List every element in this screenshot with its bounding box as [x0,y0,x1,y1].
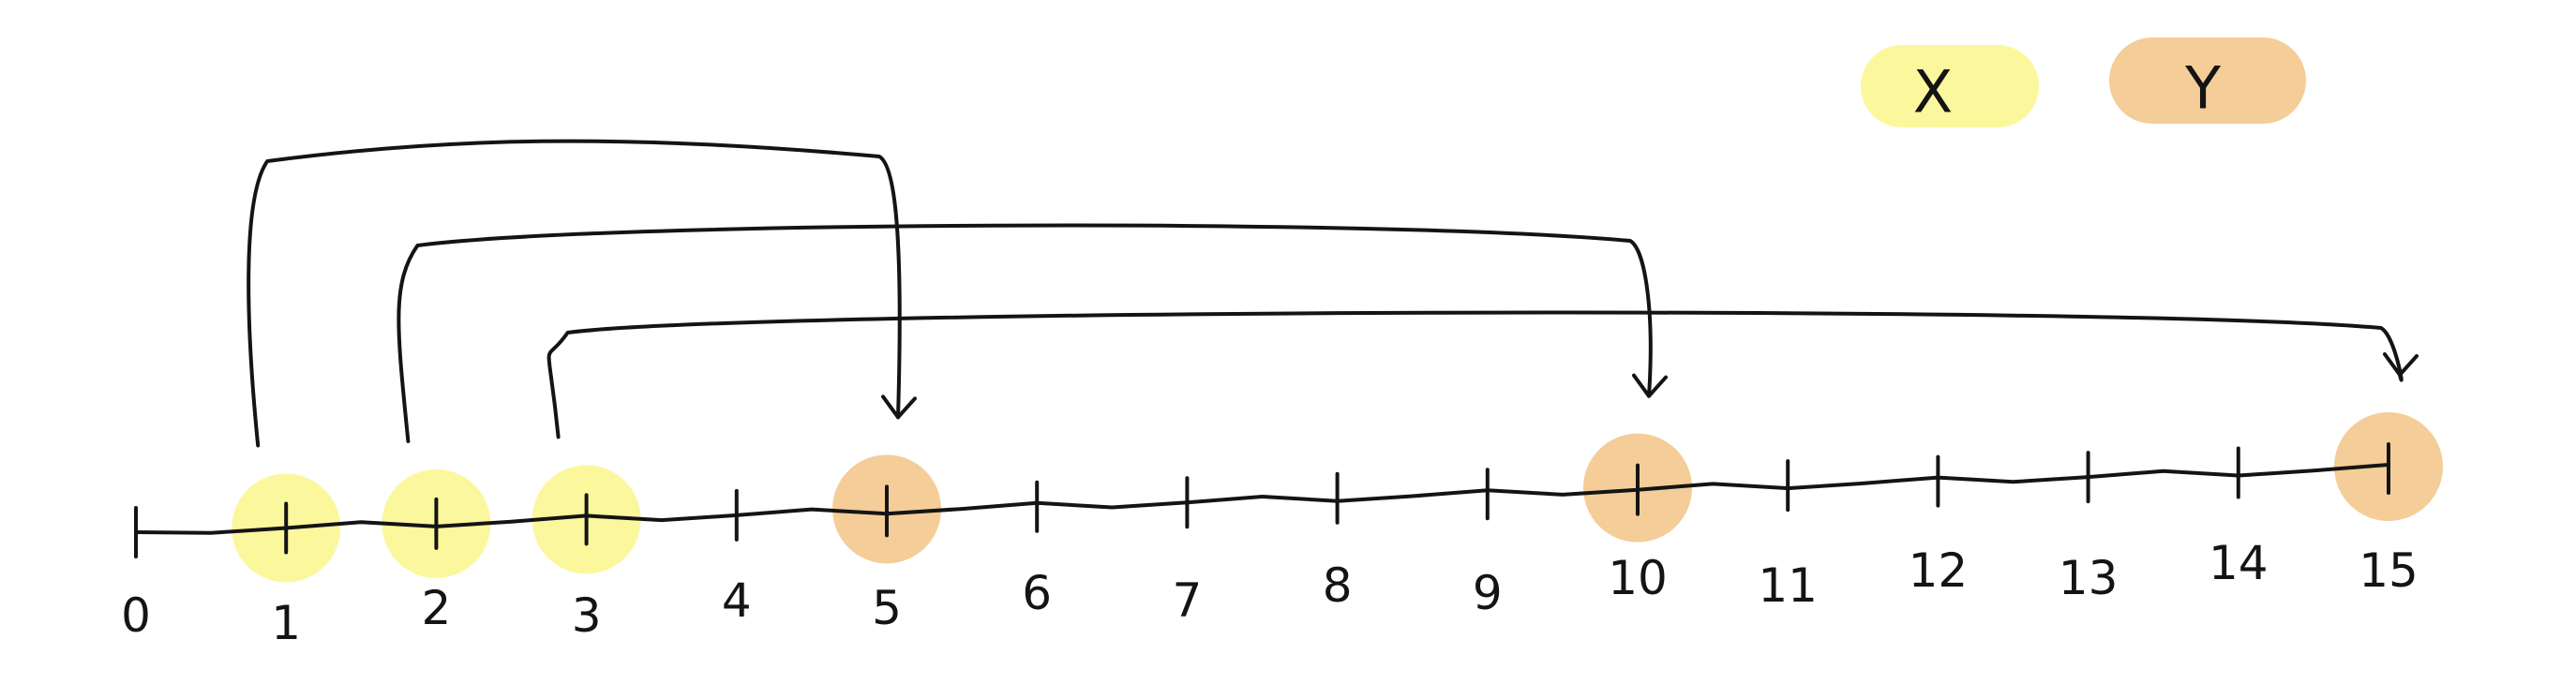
tick-label-6: 6 [1022,566,1052,620]
legend-swatch-x [1861,45,2039,127]
tick-label-5: 5 [872,581,902,635]
mapping-arrowhead-10 [1632,373,1668,398]
legend-item-y: Y [2109,37,2306,124]
tick-label-13: 13 [2059,551,2119,605]
tick-label-7: 7 [1172,573,1202,628]
tick-label-0: 0 [121,588,151,643]
tick-label-9: 9 [1473,566,1503,620]
tick-label-2: 2 [421,581,451,635]
tick-label-12: 12 [1909,543,1969,598]
tick-label-15: 15 [2359,543,2419,598]
legend: X Y [1861,37,2306,127]
number-line-axis [134,463,2390,535]
legend-label-y: Y [2184,54,2221,123]
tick-label-14: 14 [2209,536,2269,590]
tick-label-11: 11 [1758,558,1818,613]
number-line [134,463,2390,535]
legend-label-x: X [1913,58,1953,126]
number-line-ticks [134,442,2390,558]
mapping-arrowhead-5 [881,394,917,420]
tick-label-4: 4 [722,573,752,628]
legend-item-x: X [1861,45,2039,127]
mapping-arc-1-to-5 [247,139,902,448]
mapping-arc-3-to-15 [547,310,2404,439]
legend-swatch-y [2109,37,2306,124]
tick-label-10: 10 [1608,551,1668,605]
tick-label-3: 3 [572,588,602,643]
mapping-arc-2-to-10 [397,223,1653,443]
tick-label-1: 1 [271,596,301,650]
mapping-arcs [247,139,2419,448]
mapping-arrowhead-15 [2383,352,2419,377]
tick-label-8: 8 [1323,558,1353,613]
